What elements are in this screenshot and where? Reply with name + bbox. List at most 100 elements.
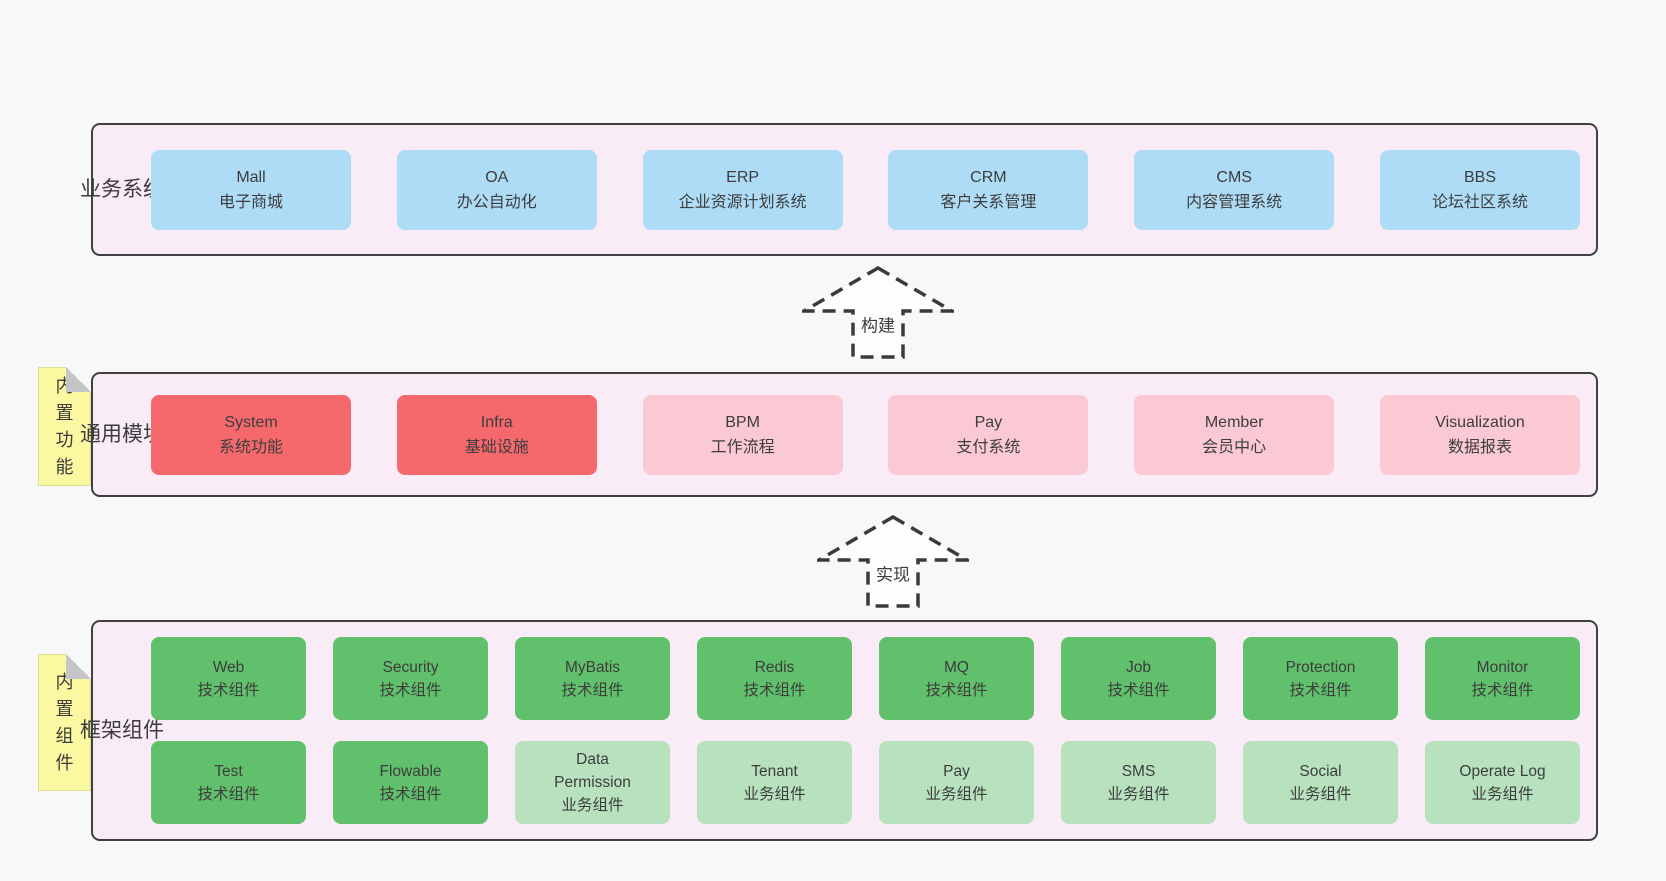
side-label-business-systems: 业务系统: [80, 178, 164, 201]
diagram-box-name: Protection: [1285, 658, 1356, 676]
diagram-box-desc: 企业资源计划系统: [678, 193, 807, 211]
side-label-framework-components: 框架组件: [80, 719, 164, 742]
diagram-box: System 系统功能: [151, 394, 351, 475]
diagram-box-desc: 工作流程: [710, 438, 775, 456]
diagram-box-name: Redis: [754, 658, 795, 676]
diagram-box-name: Data Permission: [554, 751, 631, 791]
diagram-box: Data Permission 业务组件: [515, 741, 670, 824]
diagram-box-desc: 客户关系管理: [940, 193, 1037, 211]
diagram-box: MyBatis 技术组件: [515, 637, 670, 720]
diagram-box-name: SMS: [1121, 762, 1156, 780]
diagram-box-desc: 支付系统: [956, 438, 1021, 456]
diagram-box: Test 技术组件: [151, 741, 306, 824]
diagram-box-desc: 业务组件: [743, 785, 806, 803]
framework-components-row-2: Test 技术组件 Flowable 技术组件 Data Permission …: [151, 741, 1580, 824]
diagram-box: MQ 技术组件: [879, 637, 1034, 720]
folded-corner-icon: [66, 654, 91, 679]
diagram-box-name: MyBatis: [564, 658, 621, 676]
diagram-box: Pay 支付系统: [888, 394, 1089, 475]
diagram-box: Member 会员中心: [1134, 394, 1335, 475]
folded-corner-icon: [66, 367, 91, 392]
diagram-box: Web 技术组件: [151, 637, 306, 720]
diagram-box-desc: 业务组件: [561, 797, 624, 814]
diagram-box: Redis 技术组件: [697, 637, 852, 720]
diagram-box-desc: 技术组件: [379, 681, 442, 699]
diagram-box-name: MQ: [944, 658, 969, 676]
diagram-box-desc: 技术组件: [1107, 681, 1170, 699]
diagram-box: CMS 内容管理系统: [1134, 149, 1335, 230]
diagram-box: Visualization 数据报表: [1379, 394, 1580, 475]
diagram-box-desc: 电子商城: [218, 193, 283, 211]
diagram-box-name: Member: [1204, 413, 1264, 431]
diagram-box-name: Visualization: [1435, 413, 1525, 431]
diagram-box-name: Test: [214, 762, 243, 780]
diagram-box: Job 技术组件: [1061, 637, 1216, 720]
diagram-box-name: Infra: [480, 413, 513, 431]
diagram-box-desc: 技术组件: [197, 681, 260, 699]
diagram-box-name: Flowable: [379, 762, 442, 780]
diagram-box-desc: 技术组件: [379, 785, 442, 803]
diagram-box-desc: 技术组件: [743, 681, 806, 699]
diagram-box-name: Pay: [943, 762, 970, 780]
diagram-box-name: Monitor: [1476, 658, 1529, 676]
diagram-box-desc: 技术组件: [561, 681, 624, 699]
diagram-box-name: CRM: [970, 168, 1007, 186]
diagram-box-name: Operate Log: [1459, 762, 1546, 780]
diagram-box: SMS 业务组件: [1061, 741, 1216, 824]
panel-framework-components: 框架组件 Web 技术组件 Security 技术组件 MyBatis 技术组件…: [80, 620, 1598, 841]
diagram-box: Monitor 技术组件: [1425, 637, 1580, 720]
common-modules-row: System 系统功能 Infra 基础设施 BPM 工作流程 Pay 支付系统…: [151, 374, 1580, 495]
diagram-box: BPM 工作流程: [642, 394, 843, 475]
side-label-common-modules: 通用模块: [80, 423, 164, 446]
diagram-box-name: Pay: [974, 413, 1003, 431]
diagram-box-name: OA: [485, 168, 509, 186]
diagram-box-desc: 办公自动化: [456, 193, 537, 211]
diagram-box: OA 办公自动化: [396, 149, 597, 230]
business-systems-row: Mall 电子商城 OA 办公自动化 ERP 企业资源计划系统 CRM 客户关系…: [151, 125, 1580, 254]
diagram-box-desc: 内容管理系统: [1186, 193, 1283, 211]
sticky-note-built-in-components: 内置组件: [38, 654, 91, 791]
sticky-note-built-in-features: 内置功能: [38, 367, 91, 486]
diagram-box-name: CMS: [1216, 168, 1252, 186]
panel-business-systems: 业务系统 Mall 电子商城 OA 办公自动化 ERP 企业资源计划系统 CRM…: [80, 123, 1598, 256]
arrow-implement: 实现: [817, 514, 969, 609]
framework-components-rows: Web 技术组件 Security 技术组件 MyBatis 技术组件 Redi…: [151, 637, 1580, 824]
diagram-box-desc: 系统功能: [218, 438, 283, 456]
diagram-box-name: System: [224, 413, 278, 431]
diagram-box: CRM 客户关系管理: [888, 149, 1089, 230]
diagram-box: Protection 技术组件: [1243, 637, 1398, 720]
diagram-box-name: Job: [1126, 658, 1151, 676]
diagram-box-desc: 技术组件: [1471, 681, 1534, 699]
diagram-box: Pay 业务组件: [879, 741, 1034, 824]
diagram-box-name: ERP: [726, 168, 760, 186]
diagram-box: ERP 企业资源计划系统: [642, 149, 843, 230]
panel-common-modules: 通用模块 System 系统功能 Infra 基础设施 BPM 工作流程 Pay…: [80, 372, 1598, 497]
diagram-box-name: Social: [1299, 762, 1342, 780]
sticky-note-label: 内置组件: [55, 671, 74, 773]
diagram-box-desc: 业务组件: [1471, 785, 1534, 803]
diagram-box-desc: 会员中心: [1202, 438, 1267, 456]
diagram-box-desc: 技术组件: [1289, 681, 1352, 699]
diagram-box: Tenant 业务组件: [697, 741, 852, 824]
arrow-label-implement: 实现: [874, 559, 912, 587]
diagram-box-desc: 业务组件: [1107, 785, 1170, 803]
diagram-box-name: Web: [212, 658, 245, 676]
diagram-box-desc: 基础设施: [464, 438, 529, 456]
diagram-box-desc: 数据报表: [1447, 438, 1512, 456]
diagram-box: BBS 论坛社区系统: [1379, 149, 1580, 230]
diagram-box: Flowable 技术组件: [333, 741, 488, 824]
arrow-build: 构建: [802, 266, 954, 359]
diagram-box: Social 业务组件: [1243, 741, 1398, 824]
diagram-box-desc: 论坛社区系统: [1431, 193, 1528, 211]
diagram-box-name: BPM: [725, 413, 760, 431]
diagram-box-desc: 业务组件: [925, 785, 988, 803]
arrow-label-build: 构建: [859, 310, 897, 338]
diagram-box: Operate Log 业务组件: [1425, 741, 1580, 824]
diagram-box-name: BBS: [1463, 168, 1496, 186]
diagram-box: Mall 电子商城: [151, 149, 351, 230]
diagram-box: Infra 基础设施: [396, 394, 597, 475]
diagram-box-name: Security: [382, 658, 439, 676]
diagram-box-name: Tenant: [751, 762, 798, 780]
diagram-box-desc: 技术组件: [925, 681, 988, 699]
